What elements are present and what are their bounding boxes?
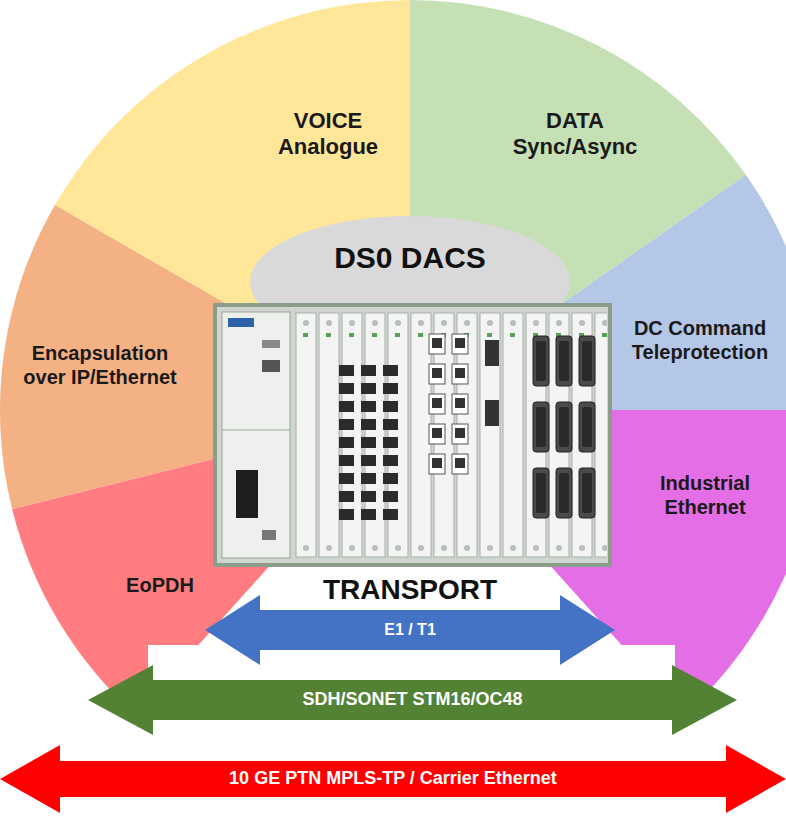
node-text: DS0 DACS <box>280 240 540 276</box>
ellipse-fill <box>250 216 570 348</box>
label-text: TRANSPORT <box>280 573 540 607</box>
e1-t1-arrow: E1 / T1 <box>205 595 615 665</box>
arrow-fill <box>0 745 786 813</box>
sector-outline <box>410 174 786 410</box>
text-wrap: DC Command Teleprotection <box>621 316 779 364</box>
ellipse-outline <box>250 216 570 348</box>
node-text: 10 GE PTN MPLS-TP / Carrier Ethernet <box>65 768 721 790</box>
sdh-arrow: SDH/SONET STM16/OC48 <box>88 665 737 735</box>
dacs-ellipse: DS0 DACS <box>250 216 570 348</box>
node-text: DATA Sync/Async <box>505 108 645 161</box>
text-wrap: 10 GE PTN MPLS-TP / Carrier Ethernet <box>65 768 721 790</box>
arrow-fill <box>205 595 615 665</box>
text-wrap: EoPDH <box>110 573 210 597</box>
sector-fill <box>410 410 786 715</box>
arrow-fill <box>88 665 737 735</box>
text-wrap: DATA Sync/Async <box>505 108 645 161</box>
node-text: Encapsulation over IP/Ethernet <box>18 341 183 389</box>
node-text: VOICE Analogue <box>263 108 393 161</box>
node-text: E1 / T1 <box>265 620 555 639</box>
sector-fill <box>410 175 786 410</box>
text-wrap: Encapsulation over IP/Ethernet <box>18 341 183 389</box>
node-text: SDH/SONET STM16/OC48 <box>158 689 667 711</box>
eopdh-sector: EoPDH <box>12 410 410 715</box>
industrial-sector: Industrial Ethernet <box>410 410 786 715</box>
text-wrap: DS0 DACS <box>280 240 540 276</box>
node-text: DC Command Teleprotection <box>621 316 779 364</box>
text-wrap: SDH/SONET STM16/OC48 <box>158 689 667 711</box>
ptn-arrow: 10 GE PTN MPLS-TP / Carrier Ethernet <box>0 745 786 813</box>
sector-fill <box>12 410 410 715</box>
sector-outline <box>410 410 786 715</box>
node-text: EoPDH <box>110 573 210 597</box>
sector-outline <box>12 410 410 715</box>
section-heading: TRANSPORT <box>280 573 540 607</box>
teleprotection-sector: DC Command Teleprotection <box>410 174 786 410</box>
text-wrap: Industrial Ethernet <box>640 471 770 519</box>
text-wrap: E1 / T1 <box>265 620 555 639</box>
node-text: Industrial Ethernet <box>640 471 770 519</box>
text-wrap: VOICE Analogue <box>263 108 393 161</box>
